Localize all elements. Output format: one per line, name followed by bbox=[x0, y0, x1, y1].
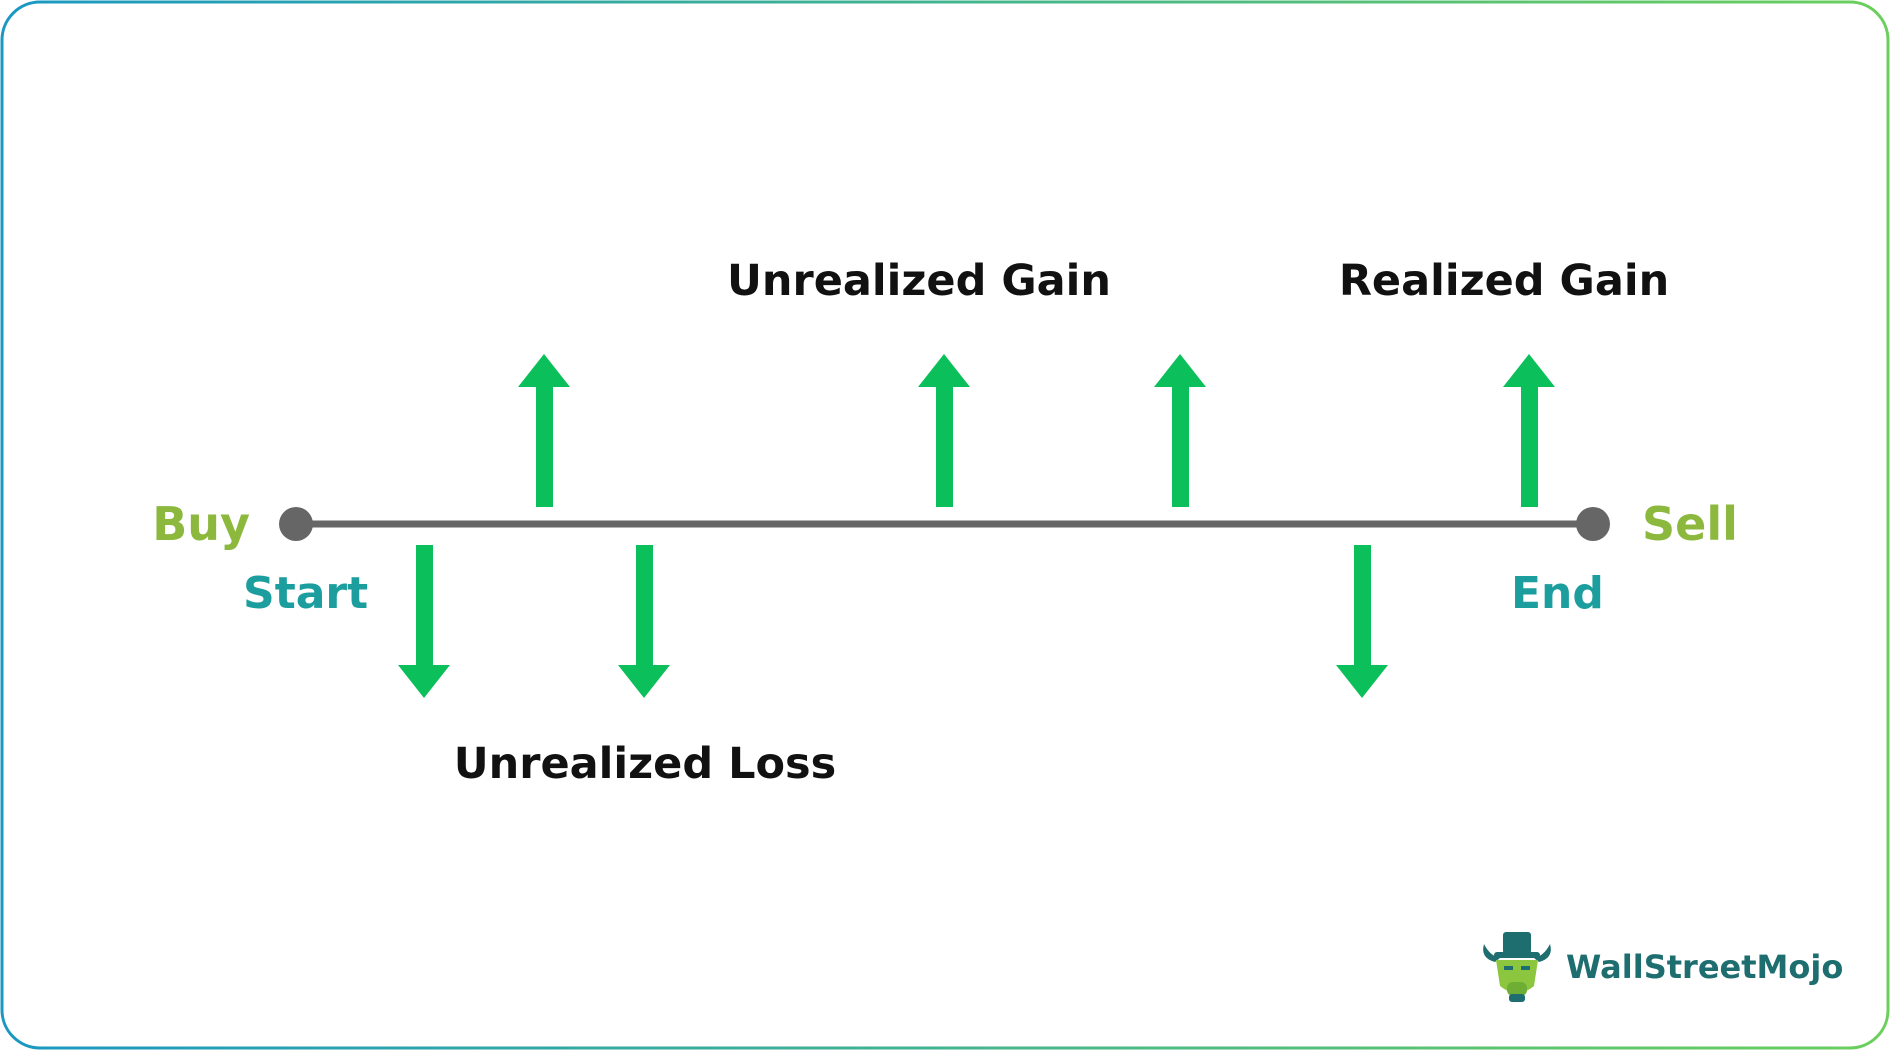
sell-label: Sell bbox=[1642, 497, 1738, 551]
start-label: Start bbox=[243, 568, 368, 619]
up-arrow bbox=[918, 354, 970, 507]
end-label: End bbox=[1511, 568, 1604, 619]
wallstreetmojo-logo: WallStreetMojo bbox=[1483, 932, 1843, 1002]
up-arrow bbox=[1503, 354, 1555, 507]
logo-text: WallStreetMojo bbox=[1566, 948, 1843, 986]
down-arrow bbox=[618, 545, 670, 698]
down-arrow bbox=[1336, 545, 1388, 698]
down-arrow bbox=[398, 545, 450, 698]
realized-gain-label: Realized Gain bbox=[1339, 256, 1669, 306]
bull-mascot-icon bbox=[1483, 932, 1551, 1002]
timeline-end-dot bbox=[1576, 507, 1610, 541]
timeline-start-dot bbox=[279, 507, 313, 541]
buy-label: Buy bbox=[152, 497, 250, 551]
unrealized-gain-label: Unrealized Gain bbox=[727, 256, 1111, 306]
up-arrow bbox=[1154, 354, 1206, 507]
unrealized-loss-label: Unrealized Loss bbox=[454, 739, 836, 789]
up-arrow bbox=[518, 354, 570, 507]
